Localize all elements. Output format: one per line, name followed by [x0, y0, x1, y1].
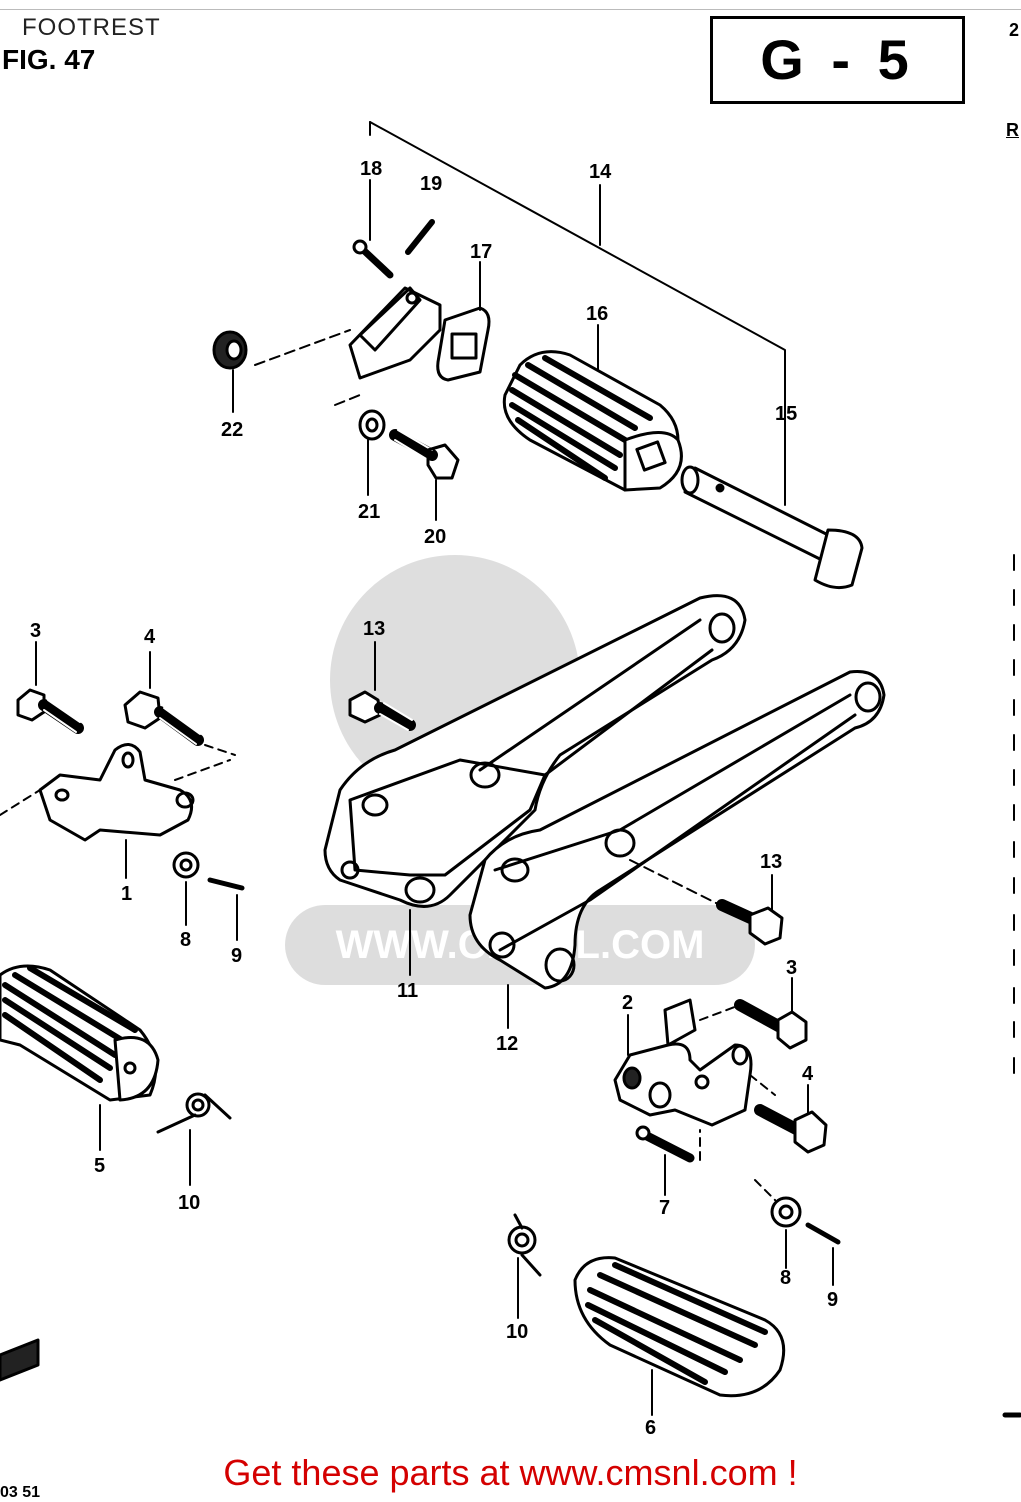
- callout-8-right: 8: [780, 1267, 791, 1289]
- callout-21: 21: [358, 501, 380, 523]
- callout-18: 18: [360, 158, 382, 180]
- callout-13-lower: 13: [760, 851, 782, 873]
- part-10-spring-right: [507, 1213, 542, 1319]
- callout-9-right: 9: [827, 1289, 838, 1311]
- right-edge-fragments: [1002, 554, 1021, 1418]
- callout-5: 5: [94, 1155, 105, 1177]
- part-13-bolt-lower: [716, 874, 784, 946]
- callout-15: 15: [775, 403, 797, 425]
- part-7-pin-right: [635, 1125, 701, 1196]
- callout-7: 7: [659, 1197, 670, 1219]
- part-4-bolt-left: [123, 651, 236, 756]
- part-8-washer-left: [172, 851, 200, 926]
- callout-3-left: 3: [30, 620, 41, 642]
- callout-17: 17: [470, 241, 492, 263]
- part-17-gasket: [436, 261, 491, 382]
- callout-4-right: 4: [802, 1063, 814, 1085]
- callout-1: 1: [121, 883, 132, 905]
- callout-10-right: 10: [506, 1321, 528, 1343]
- callout-9-left: 9: [231, 945, 242, 967]
- part-18-pin: [352, 179, 394, 279]
- part-2-bracket-right: [613, 998, 776, 1127]
- part-6-footpeg-right: [573, 1256, 786, 1416]
- callout-2: 2: [622, 992, 633, 1014]
- callout-13-upper: 13: [363, 618, 385, 640]
- footer-advert-link[interactable]: Get these parts at www.cmsnl.com !: [223, 1452, 798, 1493]
- callout-12: 12: [496, 1033, 518, 1055]
- part-15-footpeg-shaft: [680, 465, 864, 590]
- figure-number: FIG. 47: [2, 44, 96, 75]
- callout-14: 14: [589, 161, 612, 183]
- part-9-cotter-left: [207, 877, 245, 941]
- part-3-bolt-left: [16, 641, 84, 734]
- header-rule: [0, 9, 1021, 10]
- callout-6: 6: [645, 1417, 656, 1439]
- assembly-bracket-14: [369, 121, 786, 506]
- callout-3-right: 3: [786, 957, 797, 979]
- part-13-bolt-upper: [348, 641, 416, 731]
- front-arrow-marker: [0, 1338, 40, 1382]
- callout-4-left: 4: [144, 626, 156, 648]
- part-1-bracket-left: [0, 743, 231, 879]
- part-5-footpeg-left: [0, 964, 160, 1151]
- callout-labels: 18 19 14 17 16 15 22 21 20 3 4 13 1 13 8…: [30, 158, 838, 1439]
- part-22-bushing: [212, 329, 351, 413]
- callout-19: 19: [420, 173, 442, 195]
- part-16-footpeg-rubber: [502, 324, 683, 492]
- right-edge-page-number: 2: [1008, 20, 1019, 40]
- part-20-bolt: [389, 429, 460, 521]
- right-edge-heading: R: [1006, 120, 1019, 140]
- footrest-pivot-bracket: [348, 286, 442, 380]
- section-code-box: G - 5: [710, 16, 965, 104]
- part-11-footrest-bracket: [323, 594, 747, 976]
- page-title: FOOTREST: [22, 14, 161, 41]
- part-9-cotter-right: [805, 1222, 841, 1286]
- callout-8-left: 8: [180, 929, 191, 951]
- part-19-cotter-pin: [405, 219, 435, 255]
- part-21-washer: [334, 394, 386, 496]
- callout-20: 20: [424, 526, 446, 548]
- part-10-spring-left: [156, 1092, 232, 1186]
- bottom-left-code: 03 51: [0, 1484, 41, 1501]
- part-3-bolt-right: [734, 977, 808, 1050]
- part-4-bolt-right: [754, 1084, 828, 1154]
- callout-22: 22: [221, 419, 243, 441]
- callout-16: 16: [586, 303, 608, 325]
- part-8-washer-right: [754, 1179, 802, 1269]
- callout-11: 11: [397, 980, 418, 1002]
- callout-10-left: 10: [178, 1192, 200, 1214]
- part-12-footrest-bracket: [468, 669, 886, 1029]
